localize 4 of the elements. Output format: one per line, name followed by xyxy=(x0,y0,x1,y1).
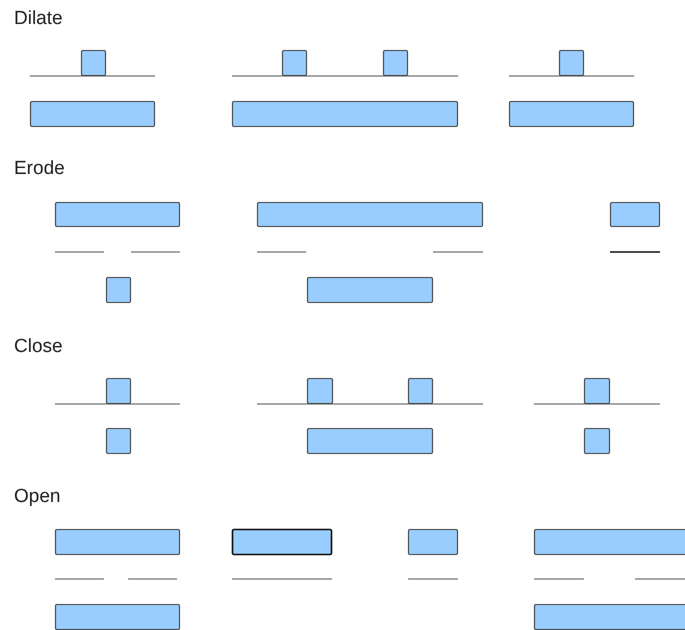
section-heading: Dilate xyxy=(14,8,63,30)
section-heading: Erode xyxy=(14,158,65,180)
section-heading: Close xyxy=(14,336,63,358)
section-heading: Open xyxy=(14,486,60,508)
